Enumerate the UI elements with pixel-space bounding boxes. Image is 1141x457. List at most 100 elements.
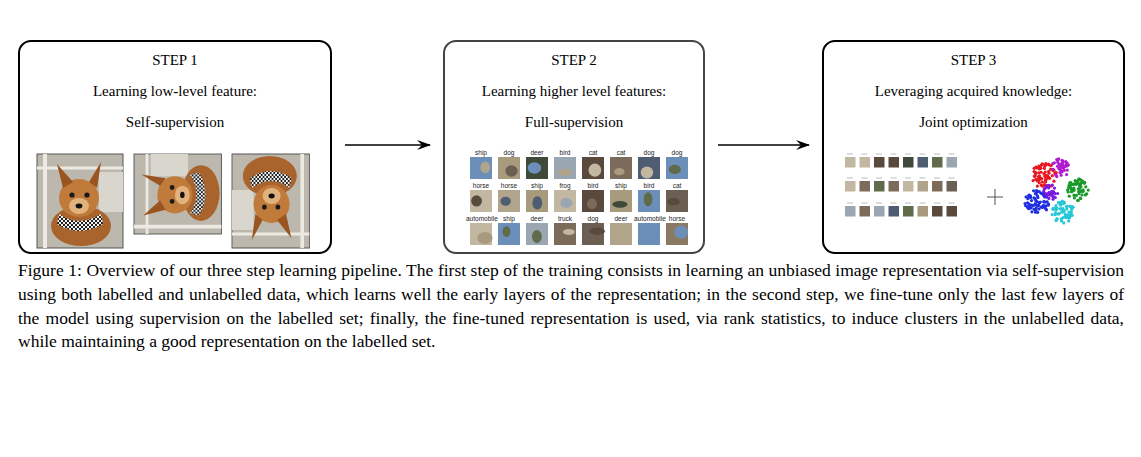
thumbnail	[932, 181, 943, 192]
tiny-caption-mark	[891, 178, 897, 179]
tiny-caption-mark	[934, 154, 940, 155]
scatter-point	[1071, 214, 1074, 217]
step-heading: STEP 1	[26, 51, 324, 69]
tiny-caption-mark	[891, 203, 897, 204]
scatter-point	[1045, 184, 1048, 187]
plus-sign	[987, 189, 1003, 205]
thumbnail	[860, 157, 871, 168]
scatter-point	[1053, 186, 1056, 189]
scatter-point	[1030, 204, 1033, 207]
thumbnail	[610, 190, 632, 212]
scatter-point	[1058, 212, 1061, 215]
scatter-point	[1045, 194, 1048, 197]
class-label: cat	[606, 149, 636, 156]
scatter-point	[1030, 210, 1033, 213]
tiny-caption-mark	[949, 178, 955, 179]
thumbnail	[666, 157, 688, 179]
flow-arrow	[718, 144, 809, 146]
step-box: STEP 2Learning higher level features:Ful…	[443, 40, 705, 254]
scatter-point	[1084, 185, 1087, 188]
step-heading: STEP 2	[451, 51, 697, 69]
scatter-point	[1077, 187, 1080, 190]
tiny-caption-mark	[862, 154, 868, 155]
scatter-point	[1077, 192, 1080, 195]
scatter-point	[1047, 202, 1050, 205]
scatter-point	[1064, 216, 1067, 219]
thumbnail	[582, 190, 604, 212]
tiny-caption-mark	[905, 203, 911, 204]
scatter-point	[1036, 200, 1039, 203]
scatter-point	[1028, 194, 1031, 197]
scatter-point	[1032, 196, 1035, 199]
thumbnail	[582, 157, 604, 179]
scatter-point	[1035, 166, 1038, 169]
thumbnail	[932, 206, 943, 217]
step-description: Joint optimization	[830, 113, 1117, 131]
thumbnail	[610, 223, 632, 245]
scatter-point	[1026, 201, 1029, 204]
scatter-point	[1052, 208, 1055, 211]
scatter-point	[1063, 169, 1066, 172]
step-description: Learning higher level features:	[451, 82, 697, 100]
class-label: automobile	[466, 215, 496, 222]
class-label: bird	[578, 182, 608, 189]
scatter-point	[1076, 199, 1079, 202]
class-label: frog	[550, 182, 580, 189]
tiny-caption-mark	[862, 203, 868, 204]
class-label: dog	[578, 215, 608, 222]
thumbnail	[526, 190, 548, 212]
tiny-caption-mark	[920, 154, 926, 155]
thumbnail	[498, 190, 520, 212]
scatter-point	[1039, 167, 1042, 170]
thumbnail	[932, 157, 943, 168]
scatter-point	[1044, 180, 1047, 183]
class-label: bird	[634, 182, 664, 189]
scatter-point	[1038, 178, 1041, 181]
scatter-point	[1046, 185, 1049, 188]
scatter-point	[1079, 181, 1082, 184]
scatter-point	[1075, 182, 1078, 185]
scatter-point	[1053, 161, 1056, 164]
thumbnail	[638, 223, 660, 245]
scatter-point	[1067, 213, 1070, 216]
scatter-point	[1082, 190, 1085, 193]
thumbnail	[554, 223, 576, 245]
tiny-caption-mark	[876, 178, 882, 179]
scatter-point	[1041, 193, 1044, 196]
scatter-point	[1074, 183, 1077, 186]
tiny-caption-mark	[847, 178, 853, 179]
scatter-point	[1052, 169, 1055, 172]
scatter-point	[1079, 179, 1082, 182]
scatter-point	[1056, 192, 1059, 195]
scatter-point	[1064, 160, 1067, 163]
step-box: STEP 1Learning low-level feature:Self-su…	[18, 40, 332, 254]
scatter-point	[1059, 168, 1062, 171]
thumbnail	[947, 206, 958, 217]
scatter-point	[1048, 177, 1051, 180]
scatter-point	[1032, 189, 1035, 192]
cluster-scatter	[1023, 157, 1089, 224]
scatter-point	[1036, 184, 1039, 187]
tiny-caption-mark	[876, 203, 882, 204]
thumbnail	[845, 181, 856, 192]
thumbnail	[638, 190, 660, 212]
tiny-caption-mark	[949, 203, 955, 204]
thumbnail	[860, 206, 871, 217]
scatter-point	[1035, 189, 1038, 192]
scatter-point	[1067, 214, 1070, 217]
scatter-point	[1062, 221, 1065, 224]
scatter-point	[1047, 197, 1050, 200]
scatter-point	[1063, 201, 1066, 204]
scatter-point	[1085, 192, 1088, 195]
tiny-caption-mark	[847, 203, 853, 204]
thumbnail	[498, 223, 520, 245]
thumbnail	[610, 157, 632, 179]
scatter-point	[1054, 173, 1057, 176]
scatter-point	[1071, 205, 1074, 208]
scatter-point	[1055, 217, 1058, 220]
scatter-point	[1036, 194, 1039, 197]
class-label: horse	[466, 182, 496, 189]
step-description: Self-supervision	[26, 113, 324, 131]
scatter-point	[1058, 163, 1061, 166]
